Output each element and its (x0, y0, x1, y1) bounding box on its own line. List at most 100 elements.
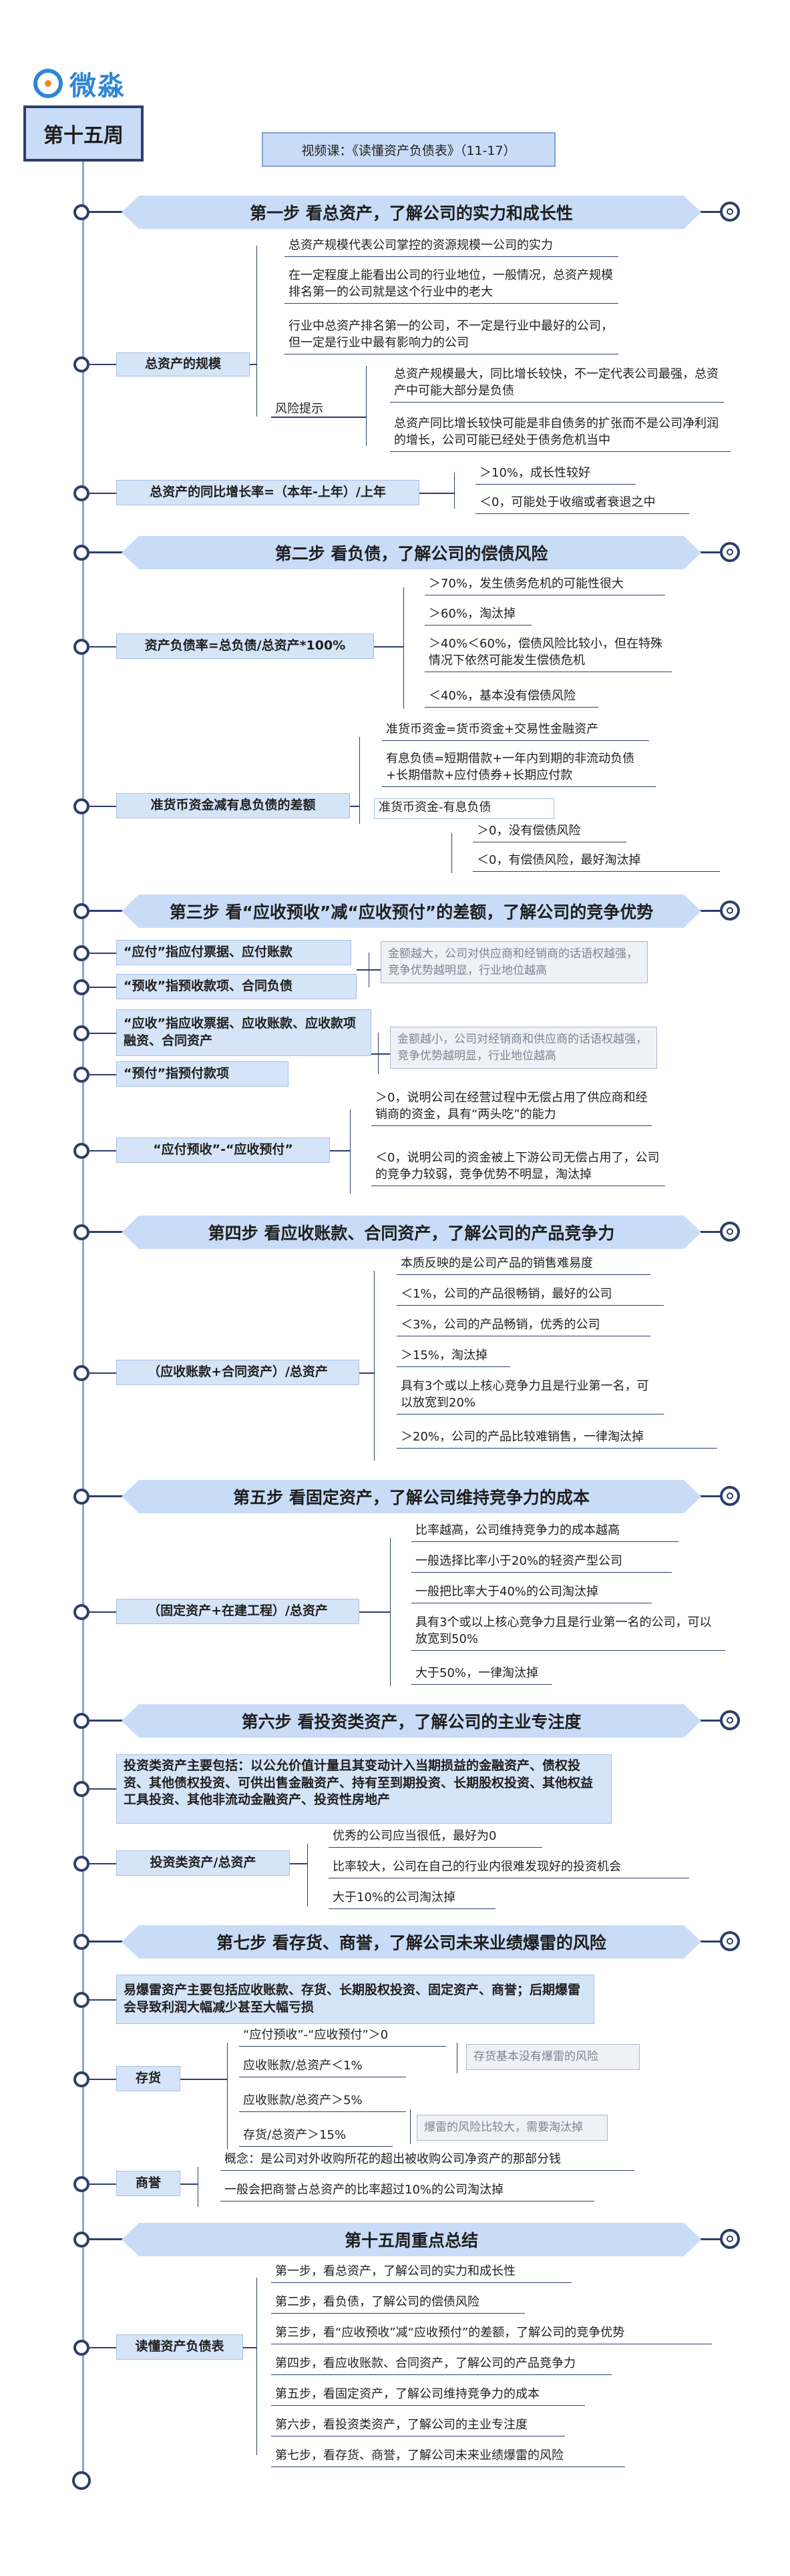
connector (89, 1033, 116, 1034)
category-debt-ratio: 资产负债率=总负债/总资产*100% (116, 633, 374, 659)
branch-bracket (359, 737, 360, 824)
summary-item: 第二步，看负债，了解公司的偿债风险 (271, 2294, 525, 2314)
connector (419, 493, 454, 494)
category-receivables-ratio: （应收账款+合同资产）/总资产 (116, 1360, 359, 1385)
leaf-item: 比率较大，公司在自己的行业内很难发现好的投资机会 (329, 1858, 689, 1879)
timeline-node (73, 1713, 89, 1729)
step-banner-1: 第一步 看总资产，了解公司的实力和成长性 (122, 196, 701, 229)
leaf-item: ＜3%，公司的产品畅销，优秀的公司 (397, 1316, 650, 1337)
video-course-label: 视频课：《读懂资产负债表》（11-17） (262, 132, 556, 167)
step-banner-5: 第五步 看固定资产，了解公司维持竞争力的成本 (122, 1480, 701, 1513)
connector (89, 2079, 116, 2080)
category-net-difference: “应付预收”-“应收预付” (116, 1137, 330, 1163)
category-cash-minus-debt: 准货币资金减有息负债的差额 (116, 793, 350, 818)
step-end-marker (720, 202, 740, 222)
category-investment-ratio: 投资类资产/总资产 (116, 1850, 290, 1876)
leaf-item: 具有3个或以上核心竞争力且是行业第一名的公司，可以放宽到50% (411, 1614, 725, 1651)
leaf-item: 总资产规模最大，同比增长较快，不一定代表公司最强，总资产中可能大部分是负债 (390, 366, 724, 403)
timeline-node (73, 1365, 89, 1381)
step-end-marker (720, 542, 740, 562)
leaf-item: ＞70%，发生债务危机的可能性很大 (425, 575, 665, 596)
category-inventory: 存货 (116, 2066, 180, 2091)
step-banner-3: 第三步 看“应收预收”减“应收预付”的差额，了解公司的竞争优势 (122, 894, 701, 928)
leaf-item: ＜0，有偿债风险，最好淘汰掉 (473, 852, 720, 872)
connector (89, 953, 116, 954)
leaf-item: ＞0，说明公司在经营过程中无偿占用了供应商和经销商的资金，具有“两头吃”的能力 (371, 1089, 652, 1127)
leaf-item: 在一定程度上能看出公司的行业地位，一般情况，总资产规模排名第一的公司就是这个行业… (284, 267, 618, 304)
leaf-item: 总资产规模代表公司掌控的资源规模一公司的实力 (284, 237, 618, 258)
connector (357, 969, 381, 971)
leaf-item: ＞10%，成长性较好 (475, 465, 636, 485)
leaf-item: 有息负债=短期借款+一年内到期的非流动负债+长期借款+应付债券+长期应付款 (382, 750, 656, 788)
week-title: 第十五周 (23, 105, 144, 162)
connector (89, 2183, 116, 2185)
leaf-item: 总资产同比增长较快可能是非自债务的扩张而不是公司净利润的增长，公司可能已经处于债… (390, 415, 731, 453)
step-end-marker (720, 1486, 740, 1506)
leaf-item: 行业中总资产排名第一的公司，不一定是行业中最好的公司，但一定是行业中最有影响力的… (284, 318, 618, 355)
leaf-item: ＜1%，公司的产品很畅销，最好的公司 (397, 1286, 664, 1306)
category-total-assets: 总资产的规模 (116, 352, 250, 376)
connector (89, 646, 116, 648)
connector (89, 1863, 116, 1864)
summary-item: 第六步，看投资类资产，了解公司的主业专注度 (271, 2416, 565, 2437)
note-box: 金额越大，公司对供应商和经销商的话语权越强，竞争优势越明显，行业地位越高 (381, 941, 648, 984)
timeline-node (73, 903, 89, 919)
timeline-node (73, 1934, 89, 1950)
summary-item: 第四步，看应收账款、合同资产，了解公司的产品竞争力 (271, 2355, 612, 2376)
branch-bracket (256, 2278, 257, 2455)
leaf-item: 本质反映的是公司产品的销售难易度 (397, 1255, 650, 1276)
summary-item: 第一步，看总资产，了解公司的实力和成长性 (271, 2263, 572, 2284)
category-prepayments: “预付”指预付款项 (116, 1061, 288, 1087)
step-end-marker (720, 1931, 740, 1951)
timeline-node (73, 1856, 89, 1872)
timeline-node (73, 2232, 89, 2248)
summary-item: 第三步，看“应收预收”减“应收预付”的差额，了解公司的竞争优势 (271, 2324, 712, 2345)
leaf-item: 存货/总资产＞15% (239, 2127, 393, 2147)
brand-name: 微淼 (69, 71, 126, 101)
summary-banner: 第十五周重点总结 (122, 2223, 701, 2256)
timeline-node (73, 945, 89, 961)
connector (180, 2183, 198, 2185)
timeline-node (73, 1781, 89, 1797)
connector (243, 2347, 256, 2348)
summary-item: 第五步，看固定资产，了解公司维持竞争力的成本 (271, 2386, 585, 2406)
leaf-item: 准货币资金-有息负债 (374, 798, 554, 820)
note-box: 爆雷的风险比较大，需要淘汰掉 (417, 2115, 608, 2141)
branch-bracket (307, 1844, 308, 1906)
brand-logo: 微淼 (33, 64, 126, 103)
category-fixed-assets-ratio: （固定资产+在建工程）/总资产 (116, 1599, 359, 1624)
branch-bracket (366, 366, 367, 446)
leaf-item: 一般选择比率小于20%的轻资产型公司 (411, 1553, 672, 1573)
timeline-spine (82, 162, 84, 2478)
leaf-item: ＜40%，基本没有偿债风险 (425, 688, 598, 708)
branch-bracket (451, 833, 452, 873)
timeline-node (73, 639, 89, 655)
investment-assets-description: 投资类资产主要包括：以公允价值计量且其变动计入当期损益的金融资产、债权投资、其他… (116, 1754, 612, 1824)
connector (89, 1372, 116, 1374)
timeline-node (73, 545, 89, 561)
category-summary: 读懂资产负债表 (116, 2334, 243, 2360)
summary-item: 第七步，看存货、商誉，了解公司未来业绩爆雷的风险 (271, 2447, 625, 2468)
leaf-item: 应收账款/总资产＜1% (239, 2057, 406, 2078)
connector (350, 806, 359, 807)
step-end-marker (720, 900, 740, 921)
branch-bracket (403, 587, 404, 709)
leaf-item: “应付预收”-“应收预付”＞0 (239, 2027, 446, 2047)
branch-bracket (350, 1109, 351, 1194)
timeline-node (73, 1224, 89, 1240)
branch-bracket (390, 1538, 391, 1686)
connector (290, 1863, 307, 1864)
branch-bracket (454, 473, 455, 509)
step-banner-7: 第七步 看存货、商誉，了解公司未来业绩爆雷的风险 (122, 1925, 701, 1959)
connector (180, 2079, 227, 2080)
connector (89, 987, 116, 988)
connector (359, 1611, 390, 1613)
leaf-item: 准货币资金=货币资金+交易性金融资产 (382, 721, 649, 742)
connector (359, 1372, 374, 1374)
category-receivables: “应收”指应收票据、应收账款、应收款项融资、合同资产 (116, 1009, 371, 1056)
connector (89, 1611, 116, 1613)
step-end-marker (720, 1222, 740, 1242)
connector (89, 806, 116, 807)
timeline-node (73, 2071, 89, 2087)
leaf-item: 大于10%的公司淘汰掉 (329, 1889, 496, 1910)
